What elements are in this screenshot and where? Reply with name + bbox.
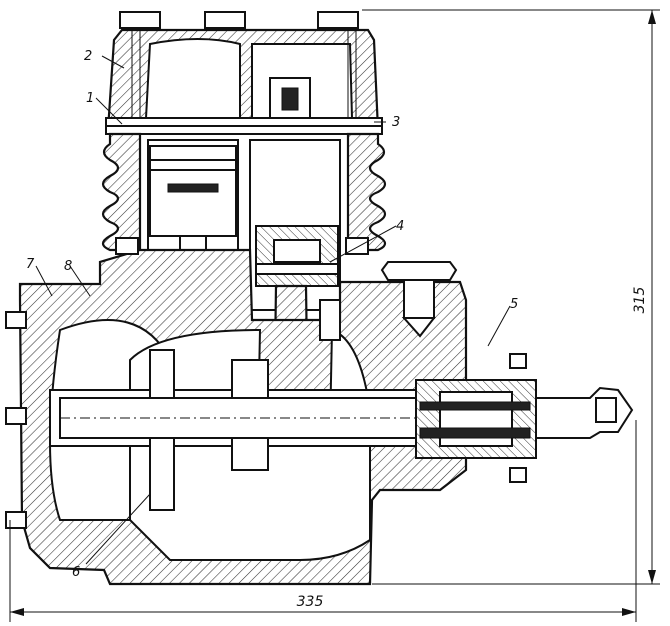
valve-plate — [105, 117, 383, 135]
label-part-6: 6 — [72, 565, 80, 580]
label-part-7: 7 — [26, 257, 35, 272]
filler-plug — [380, 261, 458, 338]
label-part-1: 1 — [86, 91, 94, 106]
width-dimension: 335 — [297, 594, 324, 610]
label-part-2: 2 — [84, 49, 92, 64]
crankshaft — [59, 353, 634, 483]
head-bolts — [119, 11, 359, 160]
dimension-lines — [9, 9, 660, 622]
label-part-5: 5 — [510, 297, 518, 312]
label-part-4: 4 — [396, 219, 404, 234]
label-part-3: 3 — [392, 115, 400, 130]
label-part-8: 8 — [64, 259, 72, 274]
cylinder-head — [106, 28, 380, 132]
right-piston — [255, 225, 339, 287]
left-piston — [149, 145, 237, 237]
height-dimension: 315 — [632, 287, 648, 314]
leader-lines — [35, 55, 511, 565]
